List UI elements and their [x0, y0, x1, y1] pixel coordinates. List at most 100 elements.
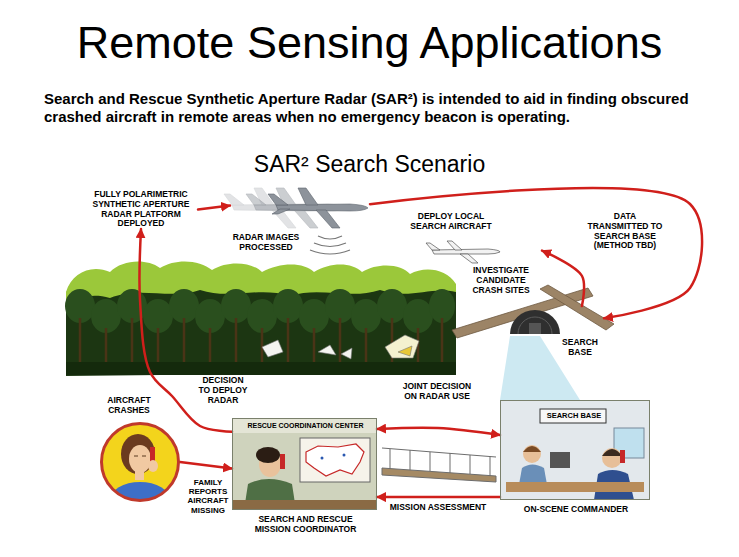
forest	[169, 289, 199, 323]
text-slot: FAMILY REPORTS AIRCRAFT MISSING	[184, 478, 232, 515]
radar-aircraft	[268, 194, 288, 205]
search-base-scene	[523, 446, 541, 452]
walkway	[430, 452, 431, 471]
scenario-heading: SAR² Search Scenario	[190, 152, 549, 177]
hangar	[510, 310, 560, 334]
radar-waves	[310, 250, 350, 254]
forest	[403, 299, 433, 333]
text-slot: RADAR IMAGES PROCESSED	[230, 233, 302, 253]
search-base-scene	[620, 450, 625, 463]
text-slot: SAR² Search Scenario	[190, 152, 549, 177]
text-slot: SEARCH BASE	[556, 338, 604, 358]
flow-arrow	[542, 251, 584, 306]
search-base-scene	[550, 452, 570, 468]
aircraft-wreckage	[262, 340, 283, 357]
stage-label: FULLY POLARIMETRIC SYNTHETIC APERTURE RA…	[84, 190, 198, 229]
walkway	[470, 455, 471, 474]
forest	[273, 289, 303, 323]
radar-waves	[310, 236, 350, 254]
rescue-center-scene	[300, 438, 370, 482]
search-base-scene	[500, 400, 650, 500]
stage-text: INVESTIGATE CANDIDATE CRASH SITES	[465, 266, 537, 295]
search-base-scene	[602, 448, 622, 468]
search-aircraft-icon	[432, 249, 500, 254]
flow-arrow	[198, 206, 230, 210]
text-slot: RESCUE COORDINATION CENTER	[233, 422, 378, 430]
flow-arrow	[377, 428, 500, 435]
walkway	[390, 449, 391, 469]
text-slot: AIRCRAFT CRASHES	[94, 396, 164, 416]
forest	[65, 289, 455, 333]
text-slot: DEPLOY LOCAL SEARCH AIRCRAFT	[405, 212, 497, 232]
arrow-label: FAMILY REPORTS AIRCRAFT MISSING	[184, 478, 232, 515]
rescue-center-scene	[232, 500, 377, 510]
search-base-hangar: SEARCH BASE	[508, 306, 604, 362]
page-title: Remote Sensing Applications	[0, 18, 739, 68]
rescue-center-panel: RESCUE COORDINATION CENTERSEARCH AND RES…	[232, 418, 377, 510]
text-slot: SEARCH AND RESCUE MISSION COORDINATOR	[245, 515, 366, 535]
stage-text: DEPLOY LOCAL SEARCH AIRCRAFT	[405, 212, 497, 232]
walkway	[382, 448, 496, 457]
radar-waves	[314, 243, 346, 247]
rescue-center-scene	[256, 447, 280, 463]
forest	[195, 299, 225, 333]
text-slot: INVESTIGATE CANDIDATE CRASH SITES	[465, 266, 537, 295]
family-member-figure	[142, 456, 146, 457]
forest	[429, 289, 455, 323]
forest	[91, 299, 121, 333]
arrow-label: DATA TRANSMITTED TO SEARCH BASE (METHOD …	[584, 212, 666, 251]
family-member-figure	[134, 456, 138, 457]
place-label: SEARCH BASE	[556, 338, 604, 358]
rescue-center-scene	[321, 457, 324, 460]
search-base-scene	[523, 445, 541, 463]
rescue-center-scene	[280, 454, 285, 469]
radar-aircraft	[224, 194, 244, 205]
walkway	[382, 448, 496, 482]
intro-caption: Search and Rescue Synthetic Aperture Rad…	[44, 90, 716, 126]
text-slot: ON-SCENE COMMANDER	[511, 505, 641, 515]
rescue-center-scene	[306, 444, 364, 476]
search-aircraft: DEPLOY LOCAL SEARCH AIRCRAFT INVESTIGATE …	[405, 212, 542, 304]
search-base-scene	[540, 409, 606, 423]
aircraft-wreckage	[262, 335, 419, 359]
radar-aircraft	[316, 210, 340, 228]
role-caption: SEARCH AND RESCUE MISSION COORDINATOR	[245, 515, 366, 535]
stage-text: RADAR IMAGES PROCESSED	[230, 233, 302, 253]
panel-heading: RESCUE COORDINATION CENTER	[233, 422, 378, 430]
arrow-label: JOINT DECISION ON RADAR USE	[398, 382, 476, 402]
forest	[66, 362, 456, 375]
search-aircraft-icon	[426, 243, 440, 250]
forest	[65, 289, 95, 323]
text-slot: Search and Rescue Synthetic Aperture Rad…	[44, 90, 716, 126]
flow-arrow	[180, 462, 232, 469]
forest	[351, 299, 381, 333]
hangar	[510, 310, 560, 334]
walkway	[450, 453, 451, 473]
circle-outline	[100, 422, 180, 502]
forest	[117, 289, 147, 323]
radar-aircraft	[224, 188, 368, 228]
family-member-figure	[110, 434, 170, 518]
radar-aircraft	[272, 210, 296, 228]
family-member-figure	[148, 460, 158, 472]
runways	[452, 288, 593, 338]
family-member-figure	[102, 424, 178, 518]
search-base-scene	[602, 449, 622, 456]
search-aircraft-icon	[460, 254, 478, 263]
survey-aircraft: RADAR IMAGES PROCESSED	[230, 186, 370, 256]
text-slot: Remote Sensing Applications	[0, 18, 739, 68]
walkway	[382, 468, 496, 482]
aircraft-wreckage	[341, 348, 352, 359]
wall-sign: SEARCH BASE	[541, 412, 607, 421]
rescue-center-scene	[232, 418, 377, 510]
flow-arrow	[377, 496, 500, 499]
rescue-center-scene	[343, 454, 346, 457]
flow-arrow	[370, 188, 702, 318]
aircraft-wreckage	[398, 346, 412, 356]
text-slot: MISSION ASSESSMENT	[385, 503, 491, 513]
text-slot: DECISION TO DEPLOY RADAR	[196, 376, 250, 405]
role-caption: ON-SCENE COMMANDER	[511, 505, 641, 515]
